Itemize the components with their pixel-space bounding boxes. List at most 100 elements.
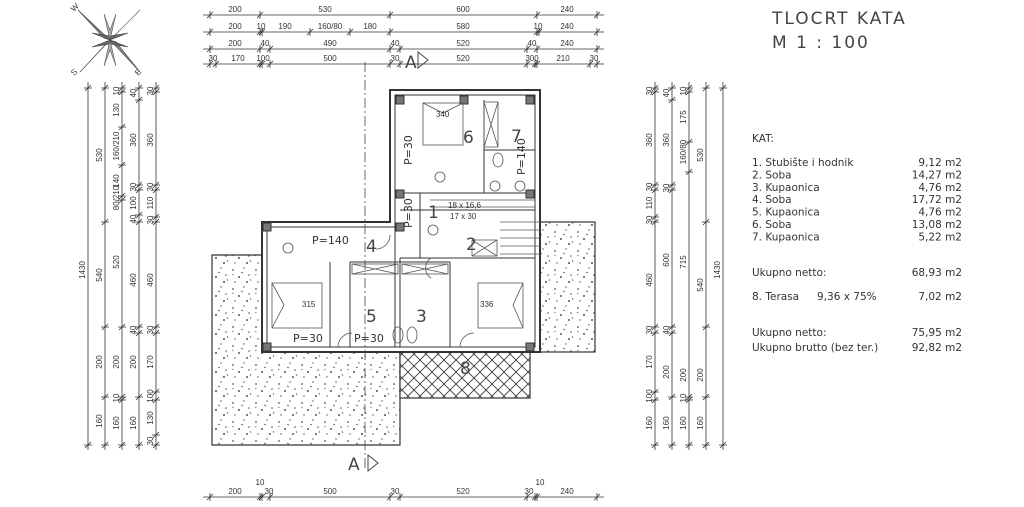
dimension-label: 30 [391, 54, 400, 63]
drawing-scale: M 1 : 100 [772, 33, 870, 53]
dimension-tick [256, 11, 264, 19]
dimension-label: 160 [129, 416, 138, 430]
dimension-tick [593, 45, 601, 53]
dimension-tick [118, 396, 126, 404]
dimension-tick [152, 88, 160, 96]
dimension-tick [386, 11, 394, 19]
dimension-tick [258, 28, 266, 36]
dimension-label: 200 [95, 355, 104, 369]
dimension-tick [101, 323, 109, 331]
dimension-label: 40 [391, 39, 400, 48]
legend-room-area: 17,72 m2 [912, 194, 962, 206]
dimension-label: 160 [112, 416, 121, 430]
dimension-tick [651, 213, 659, 221]
dimension-tick [685, 84, 693, 92]
dimension-tick [668, 441, 676, 449]
dimension-tick [101, 218, 109, 226]
dimension-tick [118, 196, 126, 204]
dimension-tick [533, 60, 541, 68]
dimension-tick [206, 45, 214, 53]
dimension-tick [702, 441, 710, 449]
legend-room-area: 13,08 m2 [912, 219, 962, 231]
dimension-label: 360 [645, 133, 654, 147]
dimension-tick [152, 329, 160, 337]
dimension-label: 10 [536, 478, 545, 487]
dimension-tick [386, 28, 394, 36]
dimension-label: 530 [696, 148, 705, 162]
dimension-label: 40 [528, 39, 537, 48]
dimension-tick [84, 441, 92, 449]
dimension-tick [523, 45, 531, 53]
dimension-label: 160 [679, 416, 688, 430]
dimension-tick [668, 181, 676, 189]
dimension-tick [651, 441, 659, 449]
stairs-riser-label: 18 x 16,6 [448, 201, 481, 210]
dimension-label: 240 [560, 39, 574, 48]
dimension-tick [651, 84, 659, 92]
window-sill-p30-room5: P=30 [354, 332, 384, 345]
legend-room-area: 4,76 m2 [918, 182, 962, 194]
dimension-tick [135, 84, 143, 92]
dimension-label: 10 [112, 86, 121, 95]
dimension-tick [651, 218, 659, 226]
dimension-label: 10 [112, 393, 121, 402]
dimension-label: 160 [95, 414, 104, 428]
dimension-tick [135, 441, 143, 449]
dimension-label: 40 [129, 214, 138, 223]
section-arrow-top-icon [417, 50, 429, 70]
dimension-label: 40 [129, 325, 138, 334]
room-number-7: 7 [511, 127, 522, 147]
bed-dim-room2: 336 [480, 300, 494, 309]
dimension-label: 10 [534, 22, 543, 31]
section-marker-bottom: A [348, 455, 360, 475]
dimension-tick [535, 28, 543, 36]
dimension-tick [118, 123, 126, 131]
dimension-tick [523, 60, 531, 68]
dimension-label: 30 [209, 54, 218, 63]
dimension-label: 500 [323, 54, 337, 63]
dimension-tick [266, 60, 274, 68]
dimension-label: 30 [146, 215, 155, 224]
legend-room-name: 4. Soba [752, 194, 792, 206]
dimension-tick [206, 493, 214, 501]
dimension-tick [135, 96, 143, 104]
dimension-label: 520 [456, 39, 470, 48]
dimension-label: 200 [228, 5, 242, 14]
dimension-label: 30 [645, 86, 654, 95]
dimension-tick [685, 396, 693, 404]
dimension-tick [118, 161, 126, 169]
section-marker-top: A [405, 53, 417, 73]
dimension-label: 180 [363, 22, 377, 31]
dimension-tick [651, 186, 659, 194]
legend-room-area: 4,76 m2 [918, 207, 962, 219]
dimension-label: 175 [679, 110, 688, 124]
dimension-tick [533, 45, 541, 53]
dimension-tick [206, 60, 214, 68]
compass-rose-icon: W S E [69, 1, 143, 77]
dimension-tick [593, 60, 601, 68]
dimension-label: 160/80 [679, 139, 688, 164]
dimension-tick [685, 441, 693, 449]
terrace-right [539, 221, 596, 353]
dimension-label: 600 [662, 253, 671, 267]
room-number-3: 3 [416, 307, 427, 327]
dimension-label: 100 [146, 389, 155, 403]
dimension-label: 200 [662, 365, 671, 379]
room-number-6: 6 [463, 128, 474, 148]
dimension-tick [651, 396, 659, 404]
dimension-label: 10 [257, 22, 266, 31]
dimension-tick [668, 186, 676, 194]
dimension-tick [386, 60, 394, 68]
dimension-label: 30 [662, 183, 671, 192]
dimension-tick [593, 28, 601, 36]
dimension-tick [386, 493, 394, 501]
dimension-label: 100 [256, 54, 270, 63]
legend-room-area: 9,12 m2 [918, 157, 962, 169]
